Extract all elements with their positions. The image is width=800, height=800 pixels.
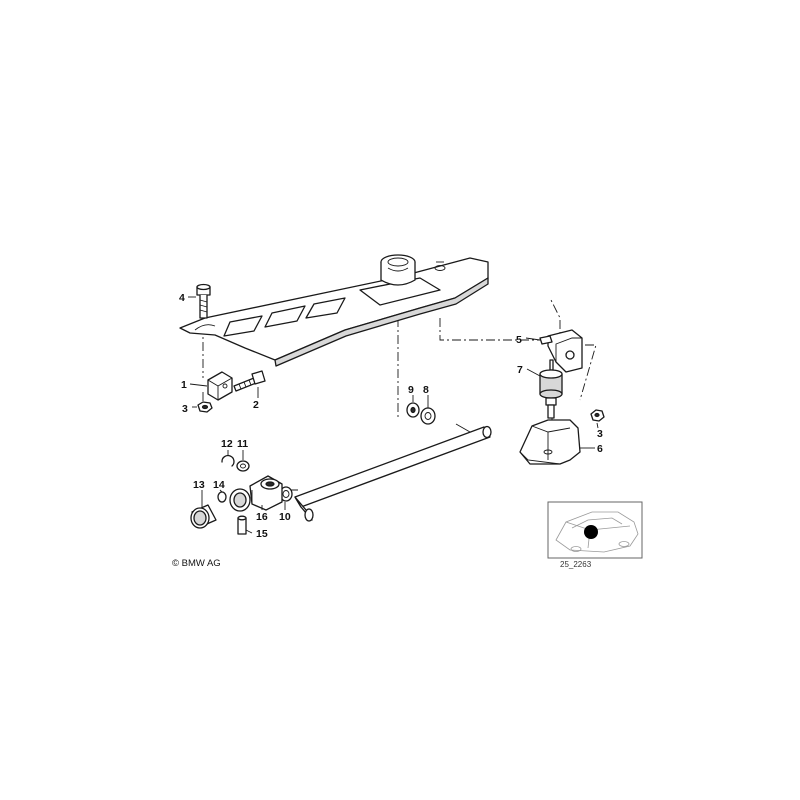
part-13-bushing[interactable] [190, 504, 217, 529]
heat-shield-plate[interactable] [179, 254, 489, 367]
callout-3-left: 3 [182, 403, 188, 415]
callout-1: 1 [181, 379, 187, 391]
location-marker-icon [584, 525, 598, 539]
callout-14: 14 [213, 479, 225, 491]
callout-16: 16 [256, 511, 268, 523]
callout-10: 10 [279, 511, 291, 523]
callout-15: 15 [256, 528, 268, 540]
part-3-nut-right[interactable] [590, 409, 605, 422]
callout-8: 8 [423, 384, 429, 396]
callout-2: 2 [253, 399, 259, 411]
part-15-pin[interactable] [237, 515, 247, 535]
part-8-washer[interactable] [420, 407, 436, 425]
part-4-bolt[interactable] [196, 283, 211, 319]
callout-9: 9 [408, 384, 414, 396]
part-7-rubber-mount[interactable] [539, 359, 563, 419]
shift-rod[interactable] [294, 423, 492, 522]
part-11-washer[interactable] [236, 460, 250, 472]
copyright-label: © BMW AG [172, 558, 221, 569]
part-3-nut-left[interactable] [197, 401, 213, 413]
callout-5: 5 [516, 334, 522, 346]
callout-11: 11 [237, 438, 248, 450]
part-5-bracket[interactable] [539, 329, 583, 373]
callout-labels: 4 1 2 3 9 8 5 7 3 6 12 11 13 14 16 10 15 [179, 292, 603, 540]
part-6-lower-bracket[interactable] [519, 419, 581, 465]
callout-12: 12 [221, 438, 233, 450]
reference-code: 25_2263 [560, 560, 592, 569]
callout-6: 6 [597, 443, 603, 455]
part-9-washer[interactable] [406, 402, 420, 418]
callout-4: 4 [179, 292, 185, 304]
callout-13: 13 [193, 479, 205, 491]
part-14-small-ring[interactable] [217, 491, 227, 503]
part-2-bolt[interactable] [233, 370, 266, 392]
part-1-holder[interactable] [207, 371, 233, 401]
leader-lines [188, 296, 599, 534]
callout-7: 7 [517, 364, 523, 376]
location-thumbnail[interactable]: 25_2263 [547, 501, 643, 569]
callout-3-right: 3 [597, 428, 603, 440]
part-14-ring[interactable] [229, 488, 251, 512]
part-16-joint[interactable] [249, 475, 283, 511]
part-12-circlip[interactable] [221, 454, 235, 467]
